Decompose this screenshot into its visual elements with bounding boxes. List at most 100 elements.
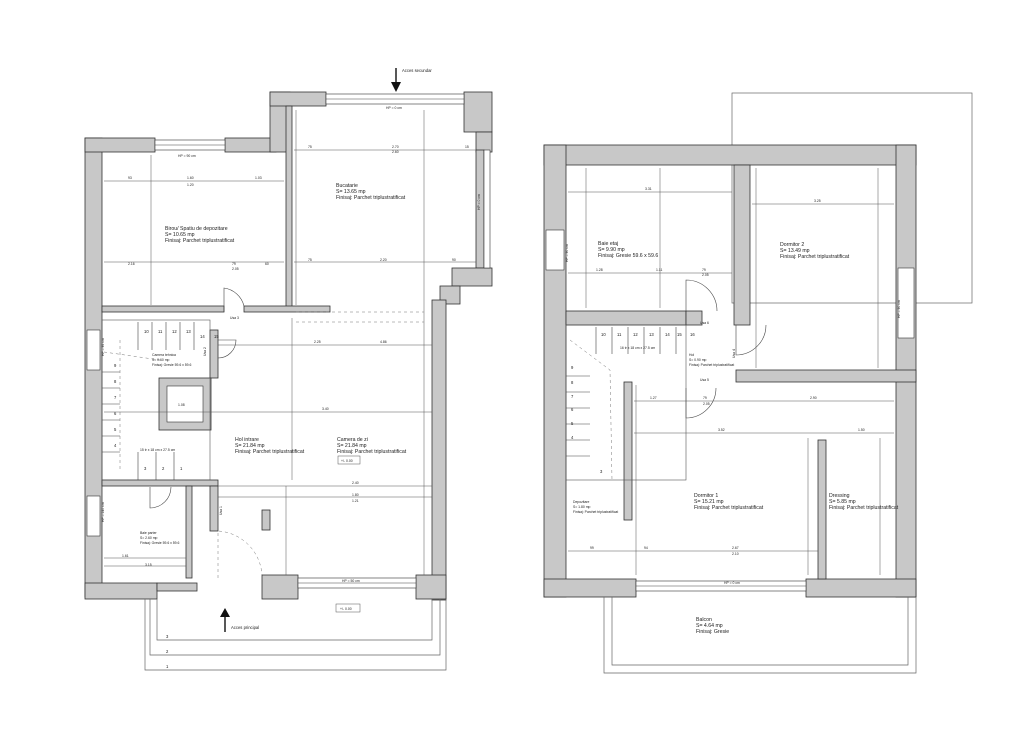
door-label: Usa 2 xyxy=(203,347,207,356)
dimension: 3.31 xyxy=(645,187,652,191)
balcony-outline xyxy=(603,597,917,674)
stair-note: 15 tr x 18 cm x 27.5 cm xyxy=(140,448,175,452)
room-name: Baie parter xyxy=(140,531,157,535)
dimension: 2.70 xyxy=(392,145,399,149)
room-area: S= 15.21 mp xyxy=(694,499,724,505)
room-finish: Finisaj: Parchet triplustratificat xyxy=(165,238,235,244)
upper-floor-walls xyxy=(543,144,917,598)
dimension: 79 xyxy=(703,396,707,400)
room-area: S= 4.64 mp xyxy=(696,623,723,629)
dimension: 2.05 xyxy=(703,402,710,406)
stair-step: 4 xyxy=(571,435,574,440)
room-label-dressing: Dressing S= 5.85 mp Finisaj: Parchet tri… xyxy=(829,493,899,511)
dimension: 2.16 xyxy=(128,262,135,266)
entrance-terrace-steps xyxy=(144,599,447,671)
stair-step: 9 xyxy=(114,363,117,368)
dimension: 15 xyxy=(465,145,469,149)
room-area: S= 10.65 mp xyxy=(165,232,195,238)
upper-floor-stairs xyxy=(565,324,687,481)
door-label: Usa 6 xyxy=(700,321,709,325)
dimension: 1.21 xyxy=(352,499,359,503)
ground-floor-windows xyxy=(86,93,491,589)
dimension: 1.03 xyxy=(255,176,262,180)
ground-floor-stairs xyxy=(101,319,211,481)
terrace-step: 1 xyxy=(166,664,169,669)
stair-step: 13 xyxy=(649,332,654,337)
room-label-dormitor-1: Dormitor 1 S= 15.21 mp Finisaj: Parchet … xyxy=(694,493,764,511)
room-label-dormitor-2: Dormitor 2 S= 13.49 mp Finisaj: Parchet … xyxy=(780,242,850,260)
stair-step: 15 xyxy=(214,334,219,339)
dimension: 94 xyxy=(644,546,648,550)
hp-label: HP = 90 cm xyxy=(897,300,901,318)
room-name: Bucatarie xyxy=(336,183,358,189)
hp-label: HP = 0 cm xyxy=(386,106,402,110)
room-finish: Finisaj: Parchet triplustratificat xyxy=(337,449,407,455)
stair-step: 9 xyxy=(571,365,574,370)
dimension: 79 xyxy=(702,268,706,272)
dimension: 75 xyxy=(308,145,312,149)
secondary-access-label: Acces secundar xyxy=(402,68,432,73)
dimension: 2.67 xyxy=(732,546,739,550)
room-finish: Finisaj: Gresie xyxy=(696,629,729,635)
level-marker: +/- 0.00 xyxy=(340,607,352,611)
room-label-camera-de-zi: Camera de zi S= 21.84 mp Finisaj: Parche… xyxy=(337,437,407,455)
dimension: 93 xyxy=(128,176,132,180)
stair-step: 11 xyxy=(158,329,163,334)
door-label: Usa 1 xyxy=(219,506,223,515)
terrace-step: 2 xyxy=(166,649,169,654)
room-finish: Finisaj: Parchet triplustratificat xyxy=(694,505,764,511)
room-finish: Finisaj: Parchet triplustratificat xyxy=(689,363,734,367)
hp-label: HP = 90 cm xyxy=(565,244,569,262)
dimension: 1.27 xyxy=(650,396,657,400)
upper-floor-doors xyxy=(685,279,767,419)
stair-step: 12 xyxy=(633,332,638,337)
hp-label: HP = 90 cm xyxy=(178,154,196,158)
room-name: Baie etaj xyxy=(598,241,618,247)
door-label: Usa 4 xyxy=(732,349,736,358)
level-marker: +/- 0.00 xyxy=(341,459,353,463)
dimension: 1.28 xyxy=(596,268,603,272)
room-area: S= 21.84 mp xyxy=(337,443,367,449)
dimension: 4.86 xyxy=(380,340,387,344)
stair-step: 11 xyxy=(617,332,622,337)
room-area: S= 9.90 mp xyxy=(598,247,625,253)
room-name: Camera tehnica xyxy=(152,353,176,357)
stair-step: 2 xyxy=(162,466,165,471)
room-name: Dormitor 1 xyxy=(694,493,718,499)
room-area: S= 5.85 mp xyxy=(829,499,856,505)
room-name: Hol xyxy=(689,353,694,357)
door-label: Usa 5 xyxy=(700,378,709,382)
stair-step: 10 xyxy=(144,329,149,334)
room-finish: Finisaj: Parchet triplustratificat xyxy=(336,195,406,201)
stair-step: 13 xyxy=(186,329,191,334)
room-finish: Finisaj: Gresie 59.6 x 59.6 xyxy=(140,541,180,545)
room-name: Birou/ Spatiu de depozitare xyxy=(165,226,228,232)
dimension: 2.40 xyxy=(352,481,359,485)
room-label-hol-etaj: Hol S= 0.90 mp Finisaj: Parchet triplust… xyxy=(689,353,734,367)
hp-label: HP = 140 cm xyxy=(101,502,105,522)
ground-floor-walls xyxy=(84,91,493,601)
dimension: 2.05 xyxy=(232,267,239,271)
stair-step: 7 xyxy=(571,394,574,399)
dimension: 2.60 xyxy=(392,150,399,154)
dimension: 1.60 xyxy=(187,176,194,180)
dimension: 2.90 xyxy=(810,396,817,400)
room-name: Balcon xyxy=(696,617,712,623)
room-label-depozitare: Depozitare S= 1.80 mp Finisaj: Parchet t… xyxy=(573,500,618,514)
main-access-label: Acces principal xyxy=(231,625,259,630)
secondary-access-arrow xyxy=(391,68,401,92)
stair-step: 14 xyxy=(200,334,205,339)
dimension: 2.25 xyxy=(314,340,321,344)
upper-floor-plan: 10 11 12 13 14 15 16 9 8 7 6 5 4 3 16 tr… xyxy=(543,92,973,674)
room-finish: Finisaj: Parchet triplustratificat xyxy=(573,510,618,514)
hp-label: HP = 95 cm xyxy=(101,338,105,356)
room-label-camera-tehnica: Camera tehnica S= 0.60 mp Finisaj: Gresi… xyxy=(152,353,192,367)
room-label-birou: Birou/ Spatiu de depozitare S= 10.65 mp … xyxy=(165,226,235,244)
ground-floor-dimension-lines xyxy=(104,110,476,575)
dimension: 79 xyxy=(232,262,236,266)
dimension: 3.25 xyxy=(814,199,821,203)
upper-floor-windows xyxy=(545,229,915,592)
stair-step: 8 xyxy=(571,380,574,385)
dimension: 60 xyxy=(265,262,269,266)
room-label-hol-intrare: Hol intrare S= 21.84 mp Finisaj: Parchet… xyxy=(235,437,305,455)
